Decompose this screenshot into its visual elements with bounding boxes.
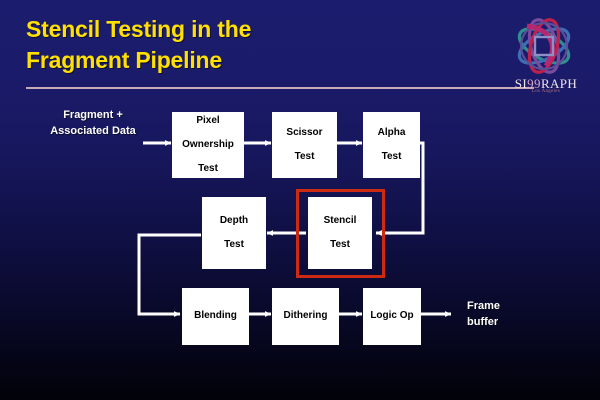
- node-stencil-test-line-1: Stencil: [323, 214, 357, 226]
- node-dithering[interactable]: Dithering: [272, 288, 339, 345]
- node-scissor-test-line-1: Scissor: [286, 126, 323, 138]
- node-scissor-test[interactable]: Scissor Test: [272, 112, 337, 178]
- node-pixel-ownership-test-line-2: Ownership: [182, 138, 234, 150]
- output-label-line-2: buffer: [467, 315, 499, 328]
- node-stencil-test-line-2: Test: [330, 239, 350, 251]
- input-label-line-4: Data: [111, 124, 136, 137]
- siggraph-logo-icon: [496, 8, 592, 94]
- input-label: Fragment + Associated Data: [44, 108, 142, 140]
- node-stencil-test[interactable]: Stencil Test: [308, 197, 372, 269]
- page-title-line-2: Fragment Pipeline: [26, 46, 222, 73]
- node-alpha-test-line-2: Test: [381, 151, 402, 163]
- siggraph-wordmark: SI99RAPH: [498, 76, 594, 92]
- node-logic-op-label: Logic Op: [370, 310, 414, 322]
- input-label-line-2: +: [116, 109, 123, 121]
- node-scissor-test-line-2: Test: [294, 151, 315, 163]
- page-title-line-1: Stencil Testing in the: [26, 16, 252, 42]
- stencil-test-highlight-box: [296, 189, 385, 278]
- node-alpha-test[interactable]: Alpha Test: [363, 112, 420, 178]
- title-divider: [26, 87, 534, 89]
- siggraph-wordmark-pre: SI: [514, 76, 528, 91]
- input-label-line-1: Fragment: [63, 109, 114, 121]
- node-pixel-ownership-test-line-3: Test: [198, 163, 218, 175]
- siggraph-wordmark-post: RAPH: [540, 76, 578, 91]
- node-blending[interactable]: Blending: [182, 288, 249, 345]
- node-alpha-test-line-1: Alpha: [377, 126, 406, 138]
- node-depth-test-line-2: Test: [224, 239, 244, 251]
- output-label: Frame buffer: [467, 299, 557, 331]
- node-depth-test-line-1: Depth: [219, 214, 249, 226]
- node-blending-label: Blending: [194, 310, 237, 322]
- node-dithering-label: Dithering: [283, 310, 328, 322]
- node-pixel-ownership-test[interactable]: Pixel Ownership Test: [172, 112, 244, 178]
- siggraph-logo-subtitle: Los Angeles: [531, 89, 561, 94]
- siggraph-wordmark-year: 99: [527, 76, 541, 91]
- input-label-line-3: Associated: [50, 124, 109, 137]
- node-logic-op[interactable]: Logic Op: [363, 288, 421, 345]
- node-depth-test[interactable]: Depth Test: [202, 197, 266, 269]
- output-label-line-1: Frame: [467, 300, 501, 312]
- node-pixel-ownership-test-line-1: Pixel: [196, 114, 220, 126]
- page-title: Stencil Testing in the Fragment Pipeline: [26, 14, 486, 76]
